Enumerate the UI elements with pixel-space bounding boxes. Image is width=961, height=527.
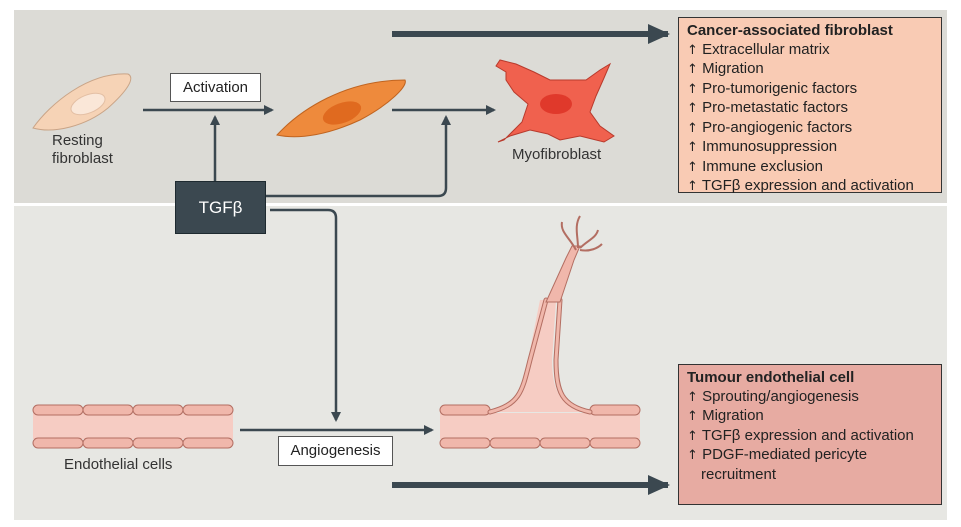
caf-item: ↑ Immunosuppression xyxy=(687,138,838,155)
myofibroblast-label: Myofibroblast xyxy=(512,146,602,163)
tgfb-label: TGFβ xyxy=(198,197,243,217)
arrow-tgfb-to-angiogenesis xyxy=(270,208,341,422)
up-arrow-icon: ↑ xyxy=(687,62,698,77)
up-arrow-icon: ↑ xyxy=(687,120,698,136)
up-arrow-icon: ↑ xyxy=(687,428,698,444)
arrow-tgfb-to-myofibroblast xyxy=(266,115,451,198)
tec-item: ↑ PDGF-mediated pericyte recruitment xyxy=(687,446,868,483)
endothelial-vessel-resting xyxy=(32,404,234,449)
resting-fibroblast-label: Resting fibroblast xyxy=(52,132,113,168)
tgfb-box: TGFβ xyxy=(175,181,266,234)
caf-item: ↑ Pro-metastatic factors xyxy=(687,99,848,116)
caf-item: ↑ Migration xyxy=(687,60,764,77)
tec-info-box: Tumour endothelial cell ↑ Sprouting/angi… xyxy=(678,364,942,505)
caf-item: ↑ Immune exclusion xyxy=(687,157,823,175)
caf-item: ↑ Pro-angiogenic factors xyxy=(687,118,853,136)
up-arrow-icon: ↑ xyxy=(687,159,698,175)
up-arrow-icon: ↑ xyxy=(687,179,698,194)
activated-fibroblast-cell xyxy=(276,79,406,138)
up-arrow-icon: ↑ xyxy=(687,140,698,155)
resting-label-line2: fibroblast xyxy=(52,150,113,167)
caf-title: Cancer-associated fibroblast xyxy=(687,22,893,39)
caf-info-box: Cancer-associated fibroblast ↑ Extracell… xyxy=(678,17,942,194)
up-arrow-icon: ↑ xyxy=(687,448,698,463)
resting-fibroblast-cell xyxy=(32,73,132,131)
up-arrow-icon: ↑ xyxy=(687,42,698,58)
caf-item: ↑ Extracellular matrix xyxy=(687,40,830,58)
myofibroblast-cell xyxy=(495,59,615,143)
tec-item: ↑ Sprouting/angiogenesis xyxy=(687,387,859,405)
activation-label: Activation xyxy=(170,73,261,102)
caf-item: ↑ Pro-tumorigenic factors xyxy=(687,79,858,97)
tec-title: Tumour endothelial cell xyxy=(687,369,855,386)
resting-label-line1: Resting xyxy=(52,132,103,149)
tec-item: ↑ Migration xyxy=(687,407,764,424)
up-arrow-icon: ↑ xyxy=(687,101,698,116)
tec-item: ↑ TGFβ expression and activation xyxy=(687,426,914,444)
caf-item: ↑ TGFβ expression and activation xyxy=(687,177,914,194)
up-arrow-icon: ↑ xyxy=(687,81,698,97)
endothelial-cells-label: Endothelial cells xyxy=(64,456,173,473)
up-arrow-icon: ↑ xyxy=(687,389,698,405)
angiogenesis-label: Angiogenesis xyxy=(278,436,393,466)
up-arrow-icon: ↑ xyxy=(687,409,698,424)
endothelial-vessel-sprouting xyxy=(439,215,641,449)
